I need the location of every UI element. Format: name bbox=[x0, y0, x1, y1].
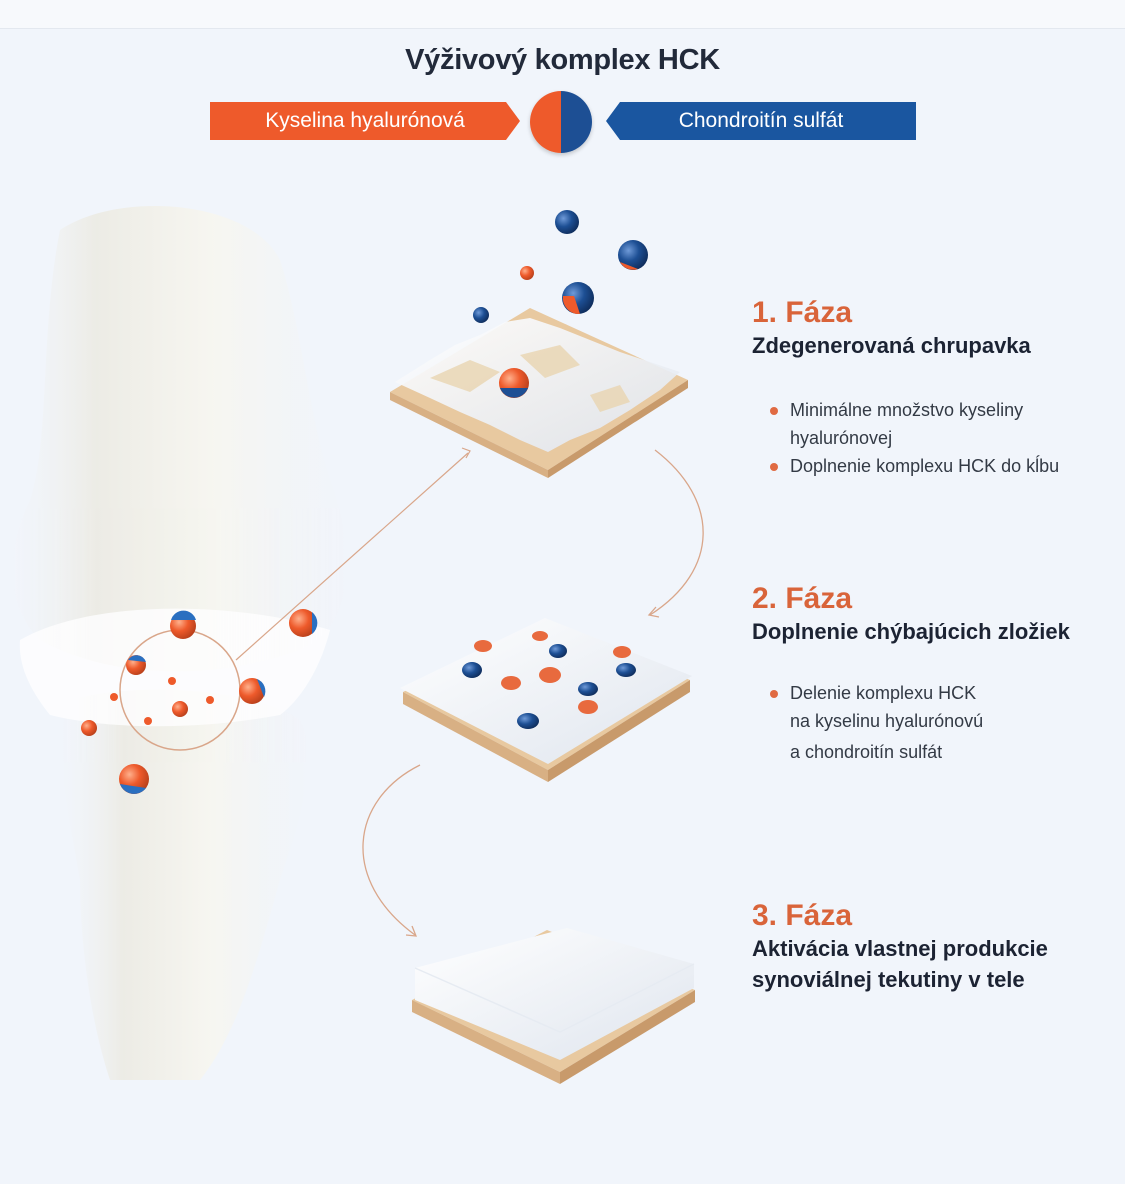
phase-1-bullet-2: Doplnenie komplexu HCK do kĺbu bbox=[770, 452, 1059, 480]
phase-3-block: 3. Fáza Aktivácia vlastnej produkcie syn… bbox=[752, 899, 1048, 995]
phase-2-bullet-1: Delenie komplexu HCK bbox=[770, 679, 983, 707]
phase-2-number: 2. Fáza bbox=[752, 582, 853, 615]
page-title: Výživový komplex HCK bbox=[405, 44, 720, 76]
joint-particles bbox=[81, 609, 318, 794]
falling-particles bbox=[473, 210, 648, 340]
phase-1-block: 1. Fáza Zdegenerovaná chrupavka bbox=[752, 296, 1031, 361]
phase-2-bullet-1-cont: na kyselinu hyalurónovú bbox=[790, 711, 984, 731]
phase-2-heading: Doplnenie chýbajúcich zložiek bbox=[752, 619, 1070, 644]
hyaluronic-acid-label: Kyselina hyalurónová bbox=[210, 102, 520, 140]
pointer-line bbox=[235, 452, 469, 661]
chondroitin-sulfate-label: Chondroitín sulfát bbox=[606, 102, 916, 140]
phase-1-bullet-1: Minimálne množstvo kyseliny bbox=[770, 396, 1059, 424]
phase-1-heading: Zdegenerovaná chrupavka bbox=[752, 333, 1031, 358]
top-strip bbox=[0, 0, 1125, 29]
phase-3-heading-line-2: synoviálnej tekutiny v tele bbox=[752, 967, 1025, 992]
arrow-2-to-3 bbox=[362, 764, 421, 936]
phase-1-bullet-1-cont: hyalurónovej bbox=[790, 428, 893, 448]
phase-3-number: 3. Fáza bbox=[752, 899, 853, 932]
femur-bone bbox=[12, 206, 347, 1080]
phase-2-bullets: Delenie komplexu HCK na kyselinu hyaluró… bbox=[770, 679, 983, 766]
phase-1-bullets: Minimálne množstvo kyseliny hyalurónovej… bbox=[770, 396, 1059, 480]
phase-2-bullet-1-cont2: a chondroitín sulfát bbox=[790, 742, 943, 762]
slab-phase-2 bbox=[400, 618, 692, 782]
slab-phase-1 bbox=[390, 308, 688, 478]
arrow-1-to-2 bbox=[649, 449, 704, 616]
slab-phase-3 bbox=[412, 928, 695, 1084]
phase-2-block: 2. Fáza Doplnenie chýbajúcich zložiek bbox=[752, 582, 1070, 647]
hck-complex-ball-icon bbox=[530, 91, 592, 153]
phase-3-heading-line-1: Aktivácia vlastnej produkcie bbox=[752, 936, 1048, 961]
phase-1-number: 1. Fáza bbox=[752, 296, 853, 329]
